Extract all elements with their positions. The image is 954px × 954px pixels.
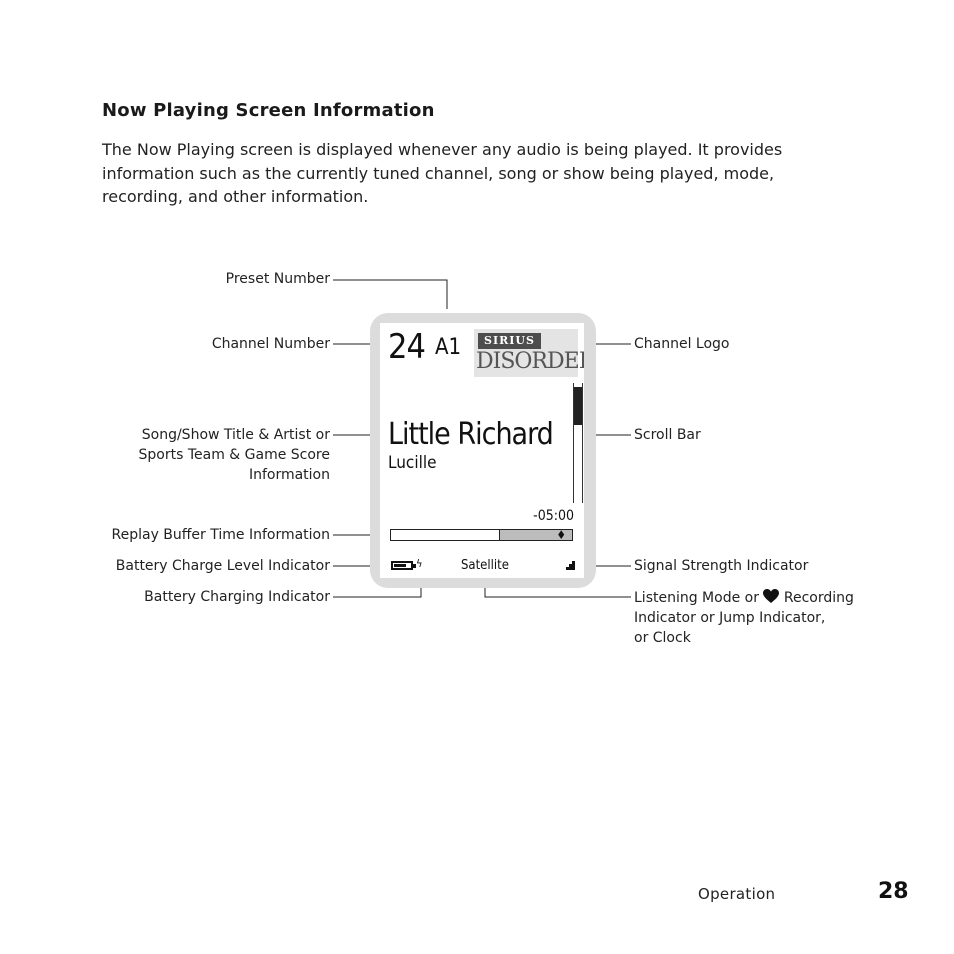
page-number: 28 <box>878 879 909 904</box>
section-heading: Now Playing Screen Information <box>102 100 435 121</box>
callout-channel-logo: Channel Logo <box>634 336 730 352</box>
callout-battery-level: Battery Charge Level Indicator <box>115 558 330 574</box>
callout-preset-number: Preset Number <box>225 271 330 287</box>
signal-strength-icon <box>566 561 575 570</box>
artist-name: Lucille <box>388 453 437 473</box>
callout-listening-mode-pre: Listening Mode or <box>634 590 759 606</box>
listening-mode-label: Satellite <box>461 558 509 573</box>
preset-number: A1 <box>435 335 462 360</box>
intro-paragraph: The Now Playing screen is displayed when… <box>102 140 783 206</box>
callout-signal-strength: Signal Strength Indicator <box>634 558 809 574</box>
now-playing-screen: 24 A1 SIRIUS DISORDER Little Richard Luc… <box>380 323 584 578</box>
scroll-thumb <box>574 387 582 425</box>
battery-charge-fill <box>394 564 406 567</box>
replay-position-marker-icon: ♦ <box>556 528 566 542</box>
scroll-bar <box>573 383 583 503</box>
callout-replay-buffer: Replay Buffer Time Information <box>111 527 331 543</box>
battery-tip <box>413 564 416 568</box>
callout-channel-number: Channel Number <box>211 336 330 352</box>
heart-icon <box>763 589 780 603</box>
callout-song-show: Song/Show Title & Artist or Sports Team … <box>139 425 331 485</box>
charging-bolt-icon: ϟ <box>416 557 423 570</box>
callout-listening-mode-post: Recording <box>783 590 854 606</box>
callout-song-show-line2: Sports Team & Game Score <box>138 447 331 463</box>
callout-listening-mode-line3: or Clock <box>634 630 691 646</box>
callout-scroll-bar: Scroll Bar <box>634 427 701 443</box>
callout-battery-charging: Battery Charging Indicator <box>144 589 330 605</box>
replay-buffer-bar: ♦ <box>390 528 573 542</box>
song-title: Little Richard <box>388 417 554 452</box>
battery-icon <box>391 561 416 570</box>
footer-section-name: Operation <box>698 885 776 903</box>
callout-listening-mode: Listening Mode or Recording Indicator or… <box>634 588 854 648</box>
callout-listening-mode-line2: Indicator or Jump Indicator, <box>634 610 826 626</box>
channel-logo-sirius: SIRIUS <box>478 333 541 349</box>
replay-buffer-fill <box>498 530 572 540</box>
channel-logo: SIRIUS DISORDER <box>474 329 584 377</box>
callout-song-show-line3: Information <box>248 467 330 483</box>
callout-song-show-line1: Song/Show Title & Artist or <box>141 427 330 443</box>
channel-number: 24 <box>388 327 426 367</box>
channel-logo-disorder: DISORDER <box>476 349 584 374</box>
replay-buffer-time: -05:00 <box>533 508 574 524</box>
callout-listening-mode-line1: Listening Mode or Recording <box>634 588 854 608</box>
